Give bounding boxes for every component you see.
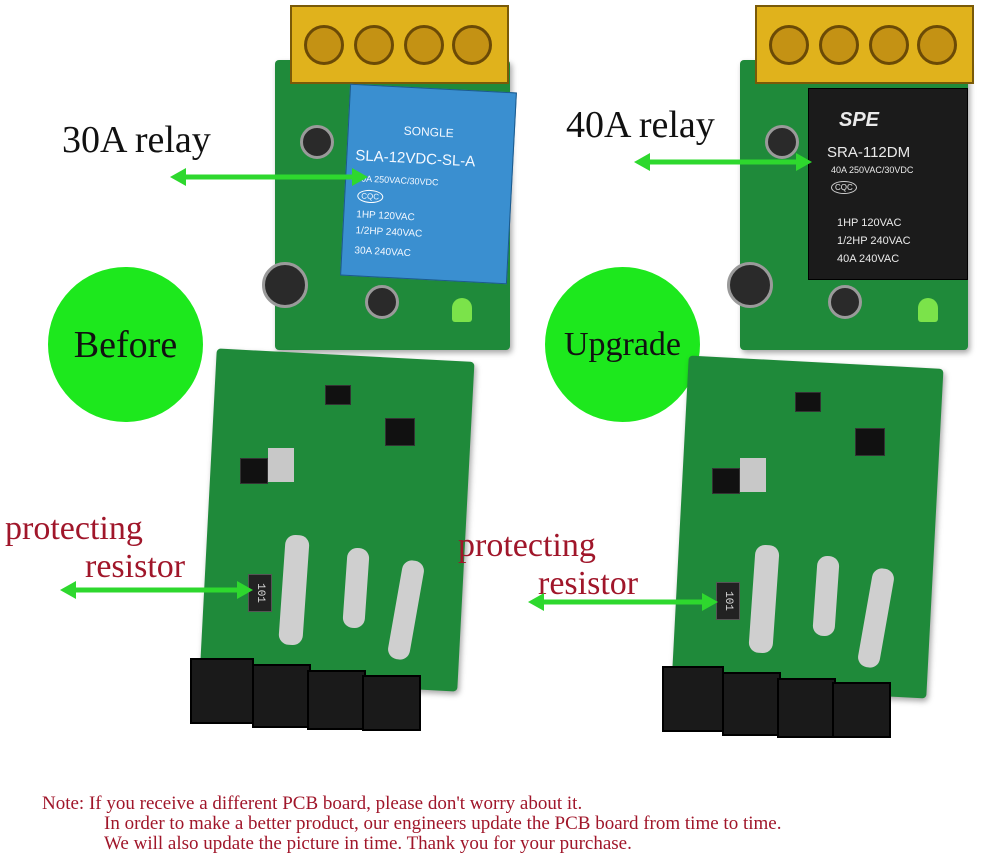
resistor-code: 101	[254, 583, 266, 603]
right-relay-arrow	[634, 153, 812, 171]
screw-icon	[869, 25, 909, 65]
badge-text: Upgrade	[563, 325, 682, 363]
note-line-1: Note: If you receive a different PCB boa…	[42, 793, 583, 814]
capacitor	[765, 125, 799, 159]
upgrade-badge: Upgrade	[545, 267, 700, 422]
relay-brand: SPE	[839, 109, 880, 131]
green-led	[452, 298, 472, 322]
relay-rating: 40A 250VAC/30VDC	[831, 165, 914, 175]
right-resistor-arrow	[528, 593, 718, 611]
capacitor	[262, 262, 308, 308]
right-relay: SPE SRA-112DM 40A 250VAC/30VDC CQC 1HP 1…	[808, 88, 968, 280]
ic-chip	[855, 428, 885, 456]
ic-chip	[325, 385, 351, 405]
badge-text: Before	[73, 323, 178, 366]
relay-model: SLA-12VDC-SL-A	[354, 147, 476, 171]
silver-shield	[740, 458, 766, 492]
relay-amp: 40A 240VAC	[837, 253, 900, 265]
relay-hp2: 1/2HP 240VAC	[837, 235, 911, 247]
screw-icon	[404, 25, 444, 65]
protecting-resistor: 101	[716, 582, 740, 620]
output-terminal	[362, 675, 421, 731]
relay-hp2: 1/2HP 240VAC	[355, 225, 423, 240]
note-line-2: In order to make a better product, our e…	[104, 813, 782, 834]
silver-shield	[268, 448, 294, 482]
relay-hp1: 1HP 120VAC	[837, 217, 902, 229]
capacitor	[300, 125, 334, 159]
left-relay-label: 30A relay	[62, 119, 211, 161]
output-terminal	[252, 664, 311, 728]
label-line: resistor	[85, 548, 186, 585]
screw-icon	[917, 25, 957, 65]
screw-icon	[819, 25, 859, 65]
left-relay-arrow	[170, 168, 368, 186]
note-line-3: We will also update the picture in time.…	[104, 833, 632, 854]
screw-icon	[452, 25, 492, 65]
screw-icon	[304, 25, 344, 65]
right-screw-terminal-block	[755, 5, 974, 84]
protecting-resistor: 101	[248, 574, 272, 612]
label-line: protecting	[458, 527, 596, 564]
screw-icon	[354, 25, 394, 65]
output-terminal	[307, 670, 366, 730]
left-resistor-label: protecting resistor	[5, 510, 185, 586]
relay-hp1: 1HP 120VAC	[356, 209, 416, 224]
right-relay-label: 40A relay	[566, 104, 715, 146]
ic-chip	[240, 458, 268, 484]
relay-model: SRA-112DM	[827, 144, 911, 161]
output-terminal	[722, 672, 781, 736]
right-resistor-label: protecting resistor	[458, 527, 638, 603]
left-resistor-arrow	[60, 581, 253, 599]
output-terminal	[662, 666, 724, 732]
ic-chip	[712, 468, 740, 494]
screw-icon	[769, 25, 809, 65]
before-badge: Before	[48, 267, 203, 422]
capacitor	[365, 285, 399, 319]
relay-brand: SONGLE	[403, 123, 455, 141]
ic-chip	[795, 392, 821, 412]
green-led	[918, 298, 938, 322]
left-screw-terminal-block	[290, 5, 509, 84]
resistor-code: 101	[722, 591, 734, 611]
capacitor	[828, 285, 862, 319]
output-terminal	[832, 682, 891, 738]
output-terminal	[190, 658, 254, 724]
capacitor	[727, 262, 773, 308]
relay-cert: CQC	[831, 181, 857, 194]
label-line: resistor	[538, 565, 639, 602]
label-line: protecting	[5, 510, 143, 547]
relay-amp: 30A 240VAC	[354, 245, 412, 260]
ic-chip	[385, 418, 415, 446]
output-terminal	[777, 678, 836, 738]
